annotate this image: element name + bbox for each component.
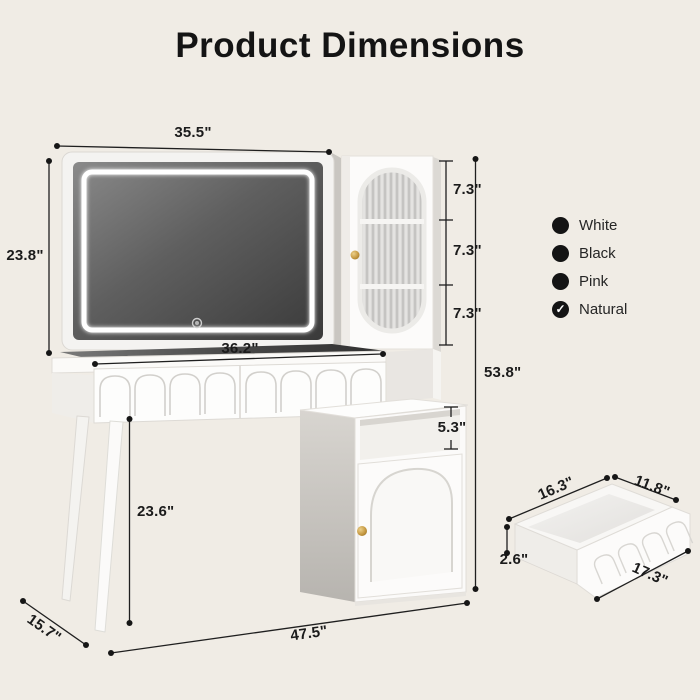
dim-leg-height: 23.6" xyxy=(137,503,175,520)
cabinet-shelves xyxy=(360,219,424,289)
color-option-black: Black xyxy=(552,239,627,267)
door-knob xyxy=(357,526,367,536)
color-option-natural: ✓ Natural xyxy=(552,295,627,323)
lower-cabinet xyxy=(299,398,469,606)
dim-mirror-height: 23.8" xyxy=(6,247,44,264)
color-bullet-icon xyxy=(552,272,569,290)
dim-open-shelf: 5.3" xyxy=(437,419,467,436)
page-title: Product Dimensions xyxy=(175,26,525,65)
dim-total-height: 53.8" xyxy=(484,364,522,381)
color-bullet-icon xyxy=(552,216,569,234)
dim-desktop-width: 36.2" xyxy=(221,340,259,357)
middle-shelf-recess xyxy=(387,349,441,402)
led-mirror xyxy=(61,151,341,351)
desk-legs xyxy=(61,415,124,633)
color-option-label: White xyxy=(579,216,618,234)
dimension-lines xyxy=(22,145,689,654)
color-option-label: Black xyxy=(579,244,616,262)
touch-sensor-icon xyxy=(191,317,203,329)
color-option-white: White xyxy=(552,211,627,239)
cabinet-knob xyxy=(350,250,360,260)
color-bullet-icon xyxy=(552,244,569,262)
dim-mirror-width: 35.5" xyxy=(174,124,212,141)
dim-drawer-inner-height: 2.6" xyxy=(499,551,529,568)
color-options: White Black Pink ✓ Natural xyxy=(552,211,627,323)
dim-cubby-bottom: 7.3" xyxy=(453,305,482,322)
color-option-pink: Pink xyxy=(552,267,627,295)
dim-cubby-top: 7.3" xyxy=(453,181,482,198)
upper-cabinet xyxy=(341,155,441,352)
color-option-label: Pink xyxy=(579,272,609,290)
color-option-label: Natural xyxy=(579,300,628,318)
dimension-dots xyxy=(20,143,691,656)
drawer-detail xyxy=(513,483,694,599)
dim-cubby-middle: 7.3" xyxy=(453,242,482,259)
check-icon: ✓ xyxy=(552,300,569,318)
